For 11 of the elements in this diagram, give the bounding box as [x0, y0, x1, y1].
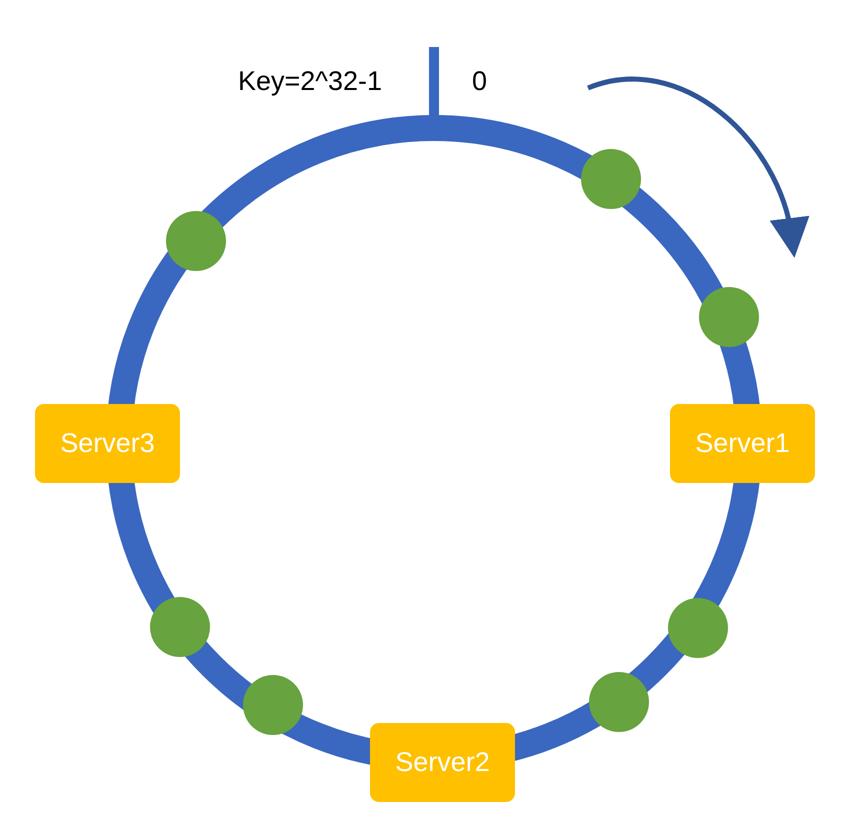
- ring-position-label: Key=2^32-1: [238, 66, 382, 97]
- key-dot: [581, 149, 641, 209]
- server-box: [35, 404, 180, 483]
- server-box: [670, 404, 815, 483]
- key-dot: [589, 672, 649, 732]
- ring-position-label: 0: [472, 66, 488, 97]
- server-label: Server1: [695, 428, 790, 459]
- server-box: [370, 723, 515, 802]
- key-dot: [243, 675, 303, 735]
- server-label: Server2: [395, 747, 490, 778]
- server-label: Server3: [60, 428, 155, 459]
